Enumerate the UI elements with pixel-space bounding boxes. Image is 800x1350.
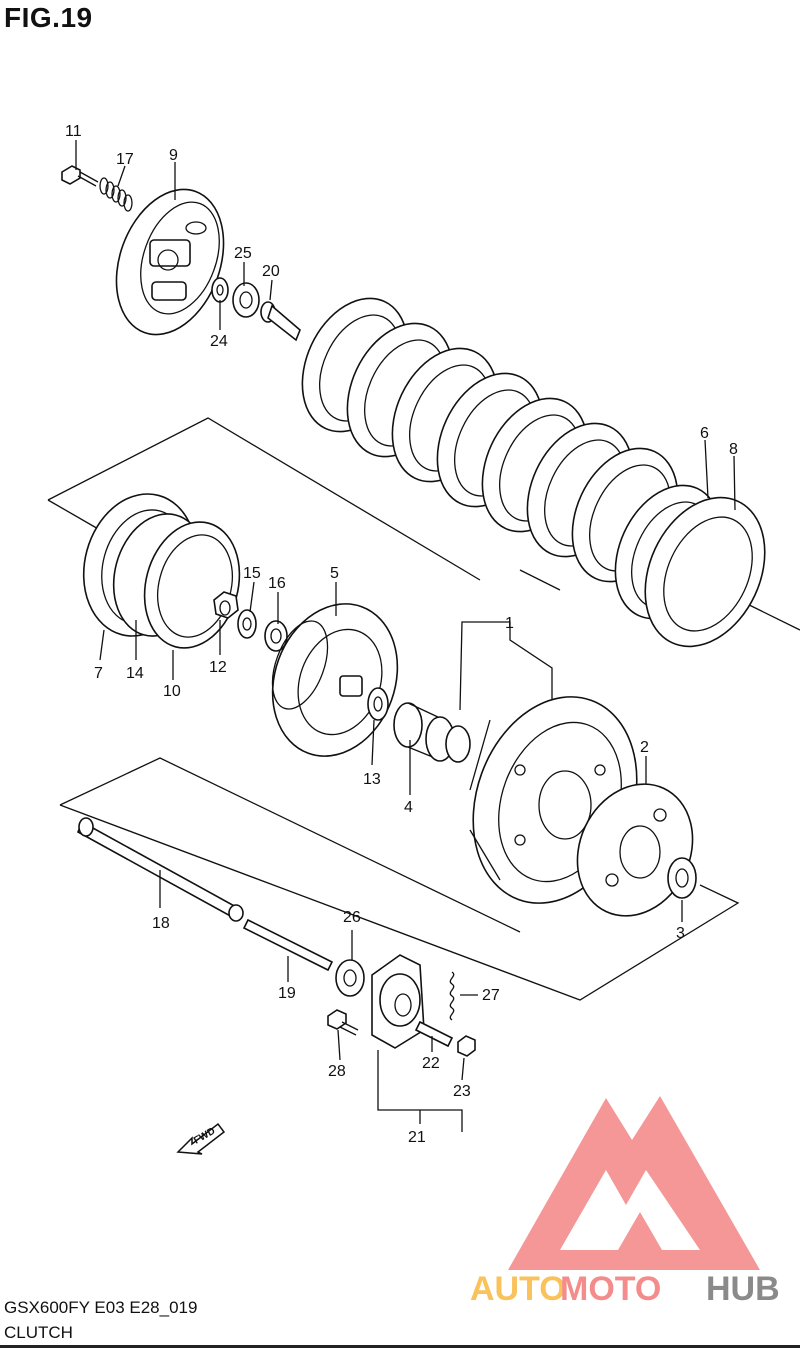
washer-13 — [367, 687, 389, 721]
bolt-28 — [327, 1009, 359, 1036]
push-piece-20 — [260, 301, 301, 342]
lock-washer-16 — [264, 620, 288, 652]
push-rod-18 — [76, 817, 244, 922]
callout-2: 2 — [640, 739, 649, 756]
callout-4: 4 — [404, 799, 413, 816]
callout-labels: 1 2 3 4 5 6 7 8 9 10 11 12 13 14 15 16 1… — [65, 123, 738, 1146]
logo-moto: MOTO — [560, 1270, 661, 1308]
callout-11: 11 — [65, 123, 82, 140]
leader-lines — [75, 140, 736, 1132]
callout-17: 17 — [116, 151, 134, 168]
model-code: GSX600FY E03 E28_019 — [4, 1298, 198, 1317]
callout-19: 19 — [278, 985, 296, 1002]
callout-8: 8 — [729, 441, 738, 458]
push-rod-19 — [242, 918, 334, 972]
callout-20: 20 — [262, 263, 280, 280]
callout-5: 5 — [330, 565, 339, 582]
release-assembly-21 — [371, 954, 425, 1049]
figure-title: FIG.19 — [4, 2, 93, 33]
callout-9: 9 — [169, 147, 178, 164]
callout-25: 25 — [234, 245, 252, 262]
callout-24: 24 — [210, 333, 228, 350]
section-name: CLUTCH — [4, 1323, 73, 1342]
bottom-border — [0, 1345, 800, 1348]
needle-bearing-4 — [393, 702, 471, 763]
callout-23: 23 — [453, 1083, 471, 1100]
callout-27: 27 — [482, 987, 500, 1004]
spring-27 — [449, 971, 455, 1021]
logo-hub: HUB — [706, 1270, 780, 1308]
washer-3 — [667, 857, 697, 899]
adjust-screw-22 — [414, 1020, 454, 1048]
spring-17 — [99, 177, 133, 212]
callout-22: 22 — [422, 1055, 440, 1072]
callout-15: 15 — [243, 565, 261, 582]
bolt-11 — [61, 165, 99, 187]
oil-seal-26 — [335, 959, 365, 997]
pressure-plate-9 — [115, 188, 225, 336]
nut-23 — [457, 1035, 476, 1057]
callout-28: 28 — [328, 1063, 346, 1080]
nut-12 — [213, 591, 239, 619]
callout-16: 16 — [268, 575, 286, 592]
callout-7: 7 — [94, 665, 103, 682]
bearing-25 — [232, 282, 260, 318]
brand-wordmark: AUTO MOTO HUB — [470, 1270, 780, 1308]
washer-24 — [211, 277, 229, 303]
washer-15 — [237, 609, 257, 639]
fwd-arrow-icon: FWD — [176, 1122, 226, 1155]
brand-logo — [508, 1096, 760, 1270]
callout-6: 6 — [700, 425, 709, 442]
callout-12: 12 — [209, 659, 227, 676]
callout-18: 18 — [152, 915, 170, 932]
logo-auto: AUTO — [470, 1270, 566, 1308]
callout-26: 26 — [343, 909, 361, 926]
callout-14: 14 — [126, 665, 144, 682]
callout-3: 3 — [676, 925, 685, 942]
callout-1: 1 — [505, 615, 514, 632]
callout-10: 10 — [163, 683, 181, 700]
callout-13: 13 — [363, 771, 381, 788]
callout-21: 21 — [408, 1129, 426, 1146]
sleeve-hub-5 — [271, 603, 399, 757]
clutch-plate-stack — [301, 297, 766, 648]
